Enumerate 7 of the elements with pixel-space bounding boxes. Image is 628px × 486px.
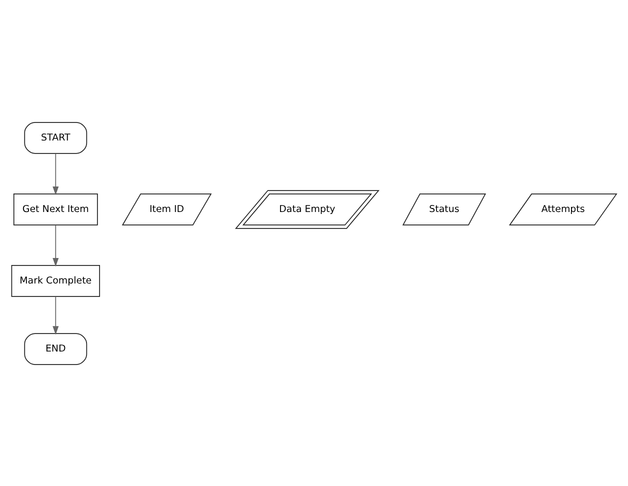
arrow xyxy=(52,224,59,266)
node-box: END xyxy=(24,332,88,364)
node-box: Get Next Item xyxy=(13,193,98,225)
node-box: Mark Complete xyxy=(11,264,100,296)
node-box: START xyxy=(24,122,88,154)
arrow xyxy=(52,296,59,334)
arrow xyxy=(52,152,59,195)
